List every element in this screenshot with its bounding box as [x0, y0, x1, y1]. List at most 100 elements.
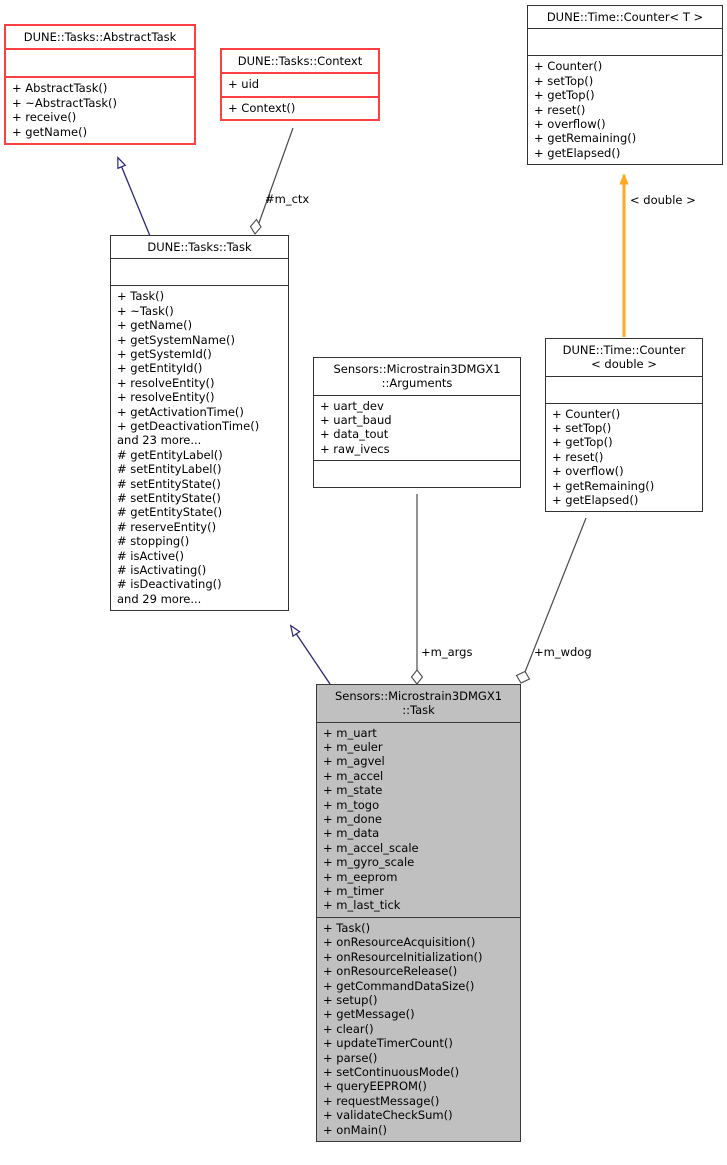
class-member: + AbstractTask()	[12, 81, 108, 96]
class-member: + getElapsed()	[534, 145, 621, 160]
class-member: + resolveEntity()	[117, 390, 215, 405]
class-member: + getActivationTime()	[117, 404, 244, 419]
class-member: # isActivating()	[117, 563, 207, 578]
class-member: + data_tout	[320, 427, 389, 442]
class-operations-abstract-task: + AbstractTask() + ~AbstractTask() + rec…	[6, 76, 194, 143]
class-member: + getCommandDataSize()	[323, 978, 475, 993]
class-member: + Counter()	[552, 406, 621, 421]
class-member: + receive()	[12, 110, 77, 125]
class-operations-counter-t: + Counter() + setTop() + getTop() + rese…	[528, 55, 722, 164]
class-member: + onResourceRelease()	[323, 964, 458, 979]
class-member: + m_done	[323, 812, 382, 827]
class-title-context: DUNE::Tasks::Context	[237, 54, 363, 68]
class-member: # reserveEntity()	[117, 519, 217, 534]
class-title-dune-task: DUNE::Tasks::Task	[147, 240, 252, 254]
class-attributes-dune-task	[111, 258, 288, 285]
class-operations-dune-task: + Task() + ~Task() + getName() + getSyst…	[111, 285, 288, 610]
class-operations-counter-double: + Counter() + setTop() + getTop() + rese…	[546, 402, 702, 512]
class-member: + setTop()	[534, 73, 594, 88]
class-box-abstract-task[interactable]: DUNE::Tasks::AbstractTask + AbstractTask…	[4, 24, 196, 145]
class-member: + overflow()	[534, 116, 606, 131]
class-operations-context: + Context()	[222, 95, 378, 119]
class-member: + m_data	[323, 826, 380, 841]
class-member: + setTop()	[552, 421, 612, 435]
class-member: + ~AbstractTask()	[12, 95, 117, 110]
class-member: + Task()	[117, 289, 165, 304]
edge-microstrain-inherits-task	[291, 626, 331, 685]
class-member: + raw_ivecs	[320, 441, 390, 456]
class-box-microstrain-task[interactable]: Sensors::Microstrain3DMGX1 ::Task + m_ua…	[316, 684, 521, 1142]
class-title-abstract-task: DUNE::Tasks::AbstractTask	[23, 30, 177, 44]
class-attributes-counter-t	[528, 28, 722, 55]
class-member: + m_euler	[323, 740, 383, 754]
class-member: + m_state	[323, 783, 383, 798]
class-member: + Counter()	[534, 59, 603, 74]
class-member: + getElapsed()	[552, 493, 639, 508]
class-member: + m_timer	[323, 884, 384, 899]
class-member: + getRemaining()	[534, 131, 637, 146]
class-title-arguments: Sensors::Microstrain3DMGX1 ::Arguments	[333, 362, 501, 391]
class-member: + Context()	[228, 100, 296, 115]
class-member: + m_agvel	[323, 754, 385, 769]
class-member: + setContinuousMode()	[323, 1064, 460, 1079]
class-operations-arguments	[314, 460, 520, 487]
class-member: + uart_dev	[320, 398, 384, 413]
class-member: + getSystemName()	[117, 332, 235, 347]
class-member: # isDeactivating()	[117, 577, 222, 592]
class-member: + queryEEPROM()	[323, 1079, 427, 1094]
class-member: + ~Task()	[117, 303, 174, 318]
class-attributes-counter-double	[546, 375, 702, 403]
class-member: # stopping()	[117, 534, 190, 549]
class-member: + getTop()	[534, 88, 595, 103]
class-member: + getTop()	[552, 435, 613, 450]
class-attributes-abstract-task	[6, 48, 194, 76]
class-member: + getSystemId()	[117, 346, 212, 361]
class-member: + getEntityId()	[117, 361, 203, 376]
class-attributes-arguments: + uart_dev + uart_baud + data_tout + raw…	[314, 394, 520, 461]
class-member: + uid	[228, 77, 260, 92]
class-member: + onResourceInitialization()	[323, 949, 483, 964]
edge-task-has-context	[249, 127, 294, 235]
class-box-context[interactable]: DUNE::Tasks::Context + uid + Context()	[220, 48, 380, 122]
class-member: + Task()	[323, 920, 371, 935]
class-member: + getRemaining()	[552, 478, 655, 493]
class-member: + getDeactivationTime()	[117, 418, 260, 433]
class-member: and 29 more...	[117, 591, 202, 606]
edge-label-m-ctx: #m_ctx	[265, 192, 310, 206]
class-member: + m_togo	[323, 797, 380, 812]
class-member: + onMain()	[323, 1122, 388, 1137]
class-title-microstrain-task: Sensors::Microstrain3DMGX1 ::Task	[334, 689, 503, 718]
class-member: # setEntityState()	[117, 490, 221, 505]
class-member: and 23 more...	[117, 433, 202, 448]
class-member: # isActive()	[117, 548, 185, 563]
class-member: + updateTimerCount()	[323, 1036, 453, 1051]
class-box-counter-double[interactable]: DUNE::Time::Counter < double > + Counter…	[545, 338, 703, 513]
class-member: + resolveEntity()	[117, 375, 215, 390]
class-member: + overflow()	[552, 464, 624, 479]
class-member: + validateCheckSum()	[323, 1108, 453, 1123]
class-member: # getEntityLabel()	[117, 447, 223, 462]
class-member: + m_eeprom	[323, 869, 398, 884]
class-title-counter-t: DUNE::Time::Counter< T >	[546, 10, 704, 24]
edge-label-template-double: < double >	[630, 193, 696, 207]
class-attributes-microstrain-task: + m_uart + m_euler + m_agvel + m_accel +…	[317, 721, 520, 917]
edge-label-m-args: +m_args	[421, 645, 473, 659]
class-member: + m_uart	[323, 725, 377, 740]
class-member: + clear()	[323, 1021, 374, 1036]
edge-task-inherits-abstracttask	[118, 158, 151, 237]
class-member: + reset()	[534, 102, 586, 117]
class-member: + getName()	[12, 124, 88, 139]
class-member: + m_gyro_scale	[323, 855, 415, 870]
class-box-dune-task[interactable]: DUNE::Tasks::Task + Task() + ~Task() + g…	[110, 235, 289, 612]
class-member: + parse()	[323, 1050, 378, 1065]
class-attributes-context: + uid	[222, 72, 378, 95]
edge-label-m-wdog: +m_wdog	[534, 645, 592, 659]
class-member: + m_last_tick	[323, 898, 401, 913]
class-member: # setEntityLabel()	[117, 462, 222, 477]
class-member: + requestMessage()	[323, 1093, 440, 1108]
class-box-counter-t[interactable]: DUNE::Time::Counter< T > + Counter() + s…	[527, 5, 723, 166]
class-box-arguments[interactable]: Sensors::Microstrain3DMGX1 ::Arguments +…	[313, 357, 521, 489]
class-member: + setup()	[323, 992, 378, 1007]
class-member: + getMessage()	[323, 1007, 415, 1022]
